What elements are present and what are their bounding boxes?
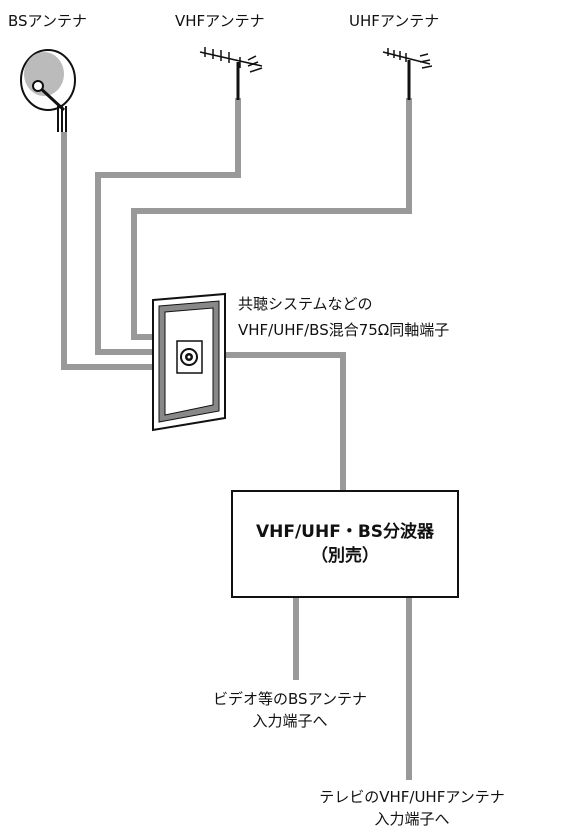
- uhf-cable: [131, 98, 412, 340]
- uhf-antenna-label: UHFアンテナ: [349, 12, 440, 30]
- tv-output-label-line1: テレビのVHF/UHFアンテナ: [319, 788, 505, 806]
- uhf-antenna-icon: [382, 48, 433, 100]
- terminal-label-line2: VHF/UHF/BS混合75Ω同軸端子: [238, 321, 450, 339]
- bs-antenna-label: BSアンテナ: [8, 12, 87, 30]
- tv-output-label-line2: 入力端子へ: [374, 810, 450, 828]
- vhf-antenna-icon: [199, 47, 263, 100]
- video-output-label-line2: 入力端子へ: [252, 712, 328, 730]
- bs-cable: [61, 132, 153, 370]
- bs-dish-icon: [20, 49, 76, 132]
- terminal-label-line1: 共聴システムなどの: [238, 295, 373, 313]
- splitter-box: VHF/UHF・BS分波器 （別売）: [231, 490, 459, 598]
- splitter-note: （別売）: [311, 546, 379, 566]
- terminal-to-splitter-cable: [196, 352, 346, 490]
- video-output-label-line1: ビデオ等のBSアンテナ: [213, 690, 367, 708]
- vhf-cable: [95, 98, 241, 355]
- splitter-title: VHF/UHF・BS分波器: [255, 522, 435, 542]
- vhf-antenna-label: VHFアンテナ: [175, 12, 265, 30]
- coaxial-connector-icon: [176, 340, 203, 374]
